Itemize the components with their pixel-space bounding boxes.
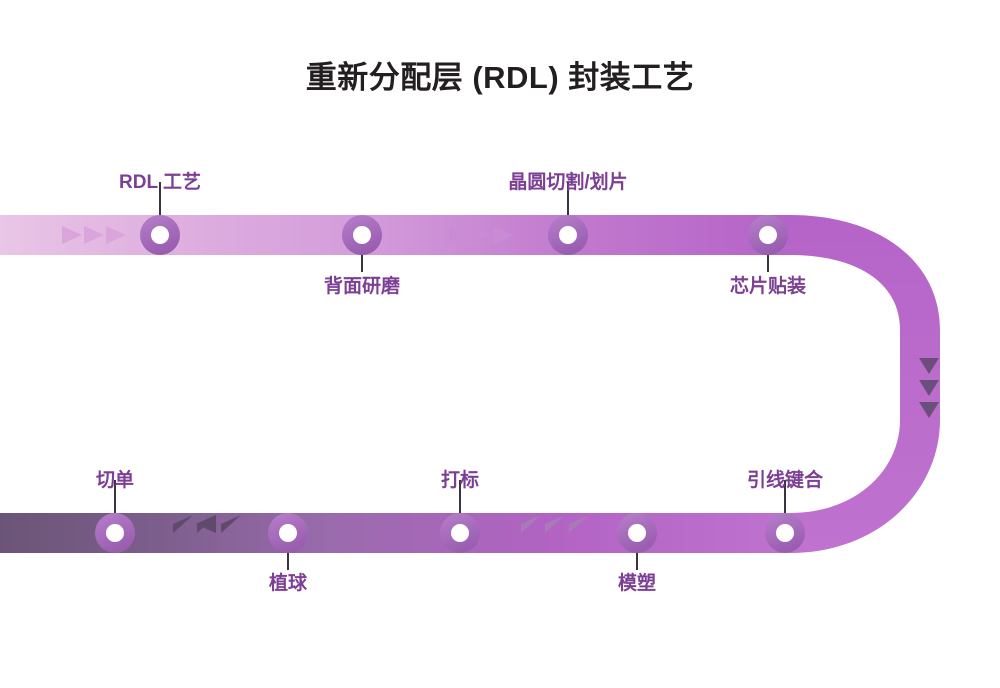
node-wafer-dicing[interactable] (548, 182, 588, 255)
arrow-group-upper-left (62, 226, 126, 244)
node-backside-grinding[interactable] (342, 215, 382, 272)
node-label-molding: 模塑 (617, 573, 657, 594)
node-label-die-attach: 芯片贴装 (729, 276, 807, 297)
node-rdl-process[interactable] (140, 182, 180, 255)
node-label-ball-mount: 植球 (268, 573, 308, 594)
arrow-group-lower-left (173, 515, 241, 533)
node-label-singulation: 切单 (95, 470, 135, 491)
node-wire-bonding[interactable] (765, 480, 805, 553)
upper-track-band (0, 215, 790, 255)
node-die-attach[interactable] (748, 215, 788, 272)
node-label-backside-grinding: 背面研磨 (323, 276, 401, 297)
u-turn-curve-band (768, 215, 940, 553)
node-label-rdl-process: RDL 工艺 (119, 172, 201, 193)
node-label-wire-bonding: 引线键合 (746, 470, 824, 491)
node-marking[interactable] (440, 480, 480, 553)
page-title: 重新分配层 (RDL) 封装工艺 (305, 60, 695, 95)
arrow-group-lower-mid (521, 515, 589, 533)
node-label-marking: 打标 (440, 470, 480, 491)
node-molding[interactable] (617, 513, 657, 570)
node-label-wafer-dicing: 晶圆切割/划片 (508, 172, 628, 193)
arrow-group-curve-down (919, 358, 939, 418)
node-singulation[interactable] (95, 480, 135, 553)
node-ball-mount[interactable] (268, 513, 308, 570)
arrow-group-upper-mid (449, 226, 513, 244)
